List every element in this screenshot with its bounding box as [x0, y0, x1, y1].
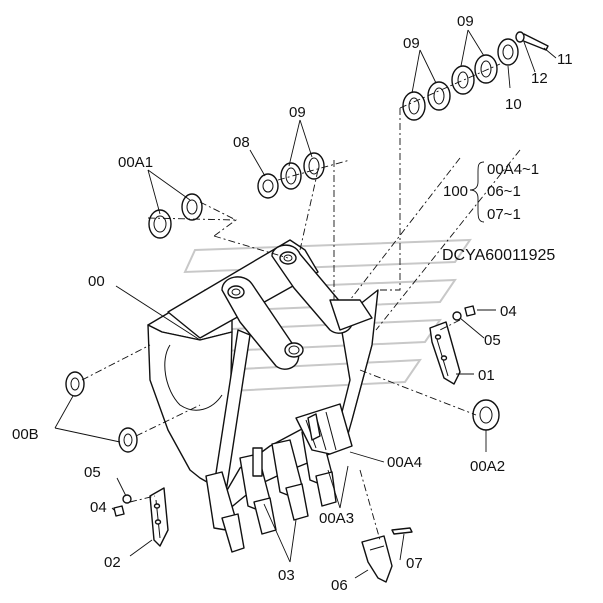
tooth-loose	[361, 527, 413, 583]
callout-03: 03	[278, 567, 295, 584]
bolt-11-12	[515, 31, 549, 51]
callout-00a3: 00A3	[319, 510, 354, 527]
assembly-100-item-2: 06~1	[487, 183, 521, 200]
center-lines	[81, 63, 521, 541]
callout-09-mid: 09	[289, 104, 306, 121]
assembly-100-item-3: 07~1	[487, 206, 521, 223]
callout-12: 12	[531, 70, 548, 87]
side-cutter-left	[149, 487, 169, 547]
callout-09-top-right: 09	[457, 13, 474, 30]
washer-10	[497, 38, 519, 66]
shims-09-mid	[280, 152, 325, 190]
callout-04-left: 04	[90, 499, 107, 516]
callout-05-left: 05	[84, 464, 101, 481]
callout-00b: 00B	[12, 426, 39, 443]
bushing-00b	[65, 371, 138, 453]
drawing-code: DCYA60011925	[442, 247, 555, 264]
bucket-body	[147, 239, 379, 511]
callout-06: 06	[331, 577, 348, 594]
collar-08	[257, 173, 279, 199]
leader-lines	[54, 29, 557, 579]
bushing-00a2	[472, 399, 500, 431]
callout-08: 08	[233, 134, 250, 151]
callout-00a2: 00A2	[470, 458, 505, 475]
callout-01: 01	[478, 367, 495, 384]
shims-09-top	[402, 54, 498, 121]
callout-10: 10	[505, 96, 522, 113]
callout-05-right: 05	[484, 332, 501, 349]
assembly-100-item-1: 00A4~1	[487, 161, 539, 178]
bushing-00a1	[148, 193, 203, 239]
callout-07: 07	[406, 555, 423, 572]
bucket-teeth	[205, 403, 353, 553]
callout-00a1: 00A1	[118, 154, 153, 171]
side-cutter-right	[429, 321, 461, 385]
callout-09-top-left: 09	[403, 35, 420, 52]
nuts-washers	[113, 305, 476, 517]
callout-04-right: 04	[500, 303, 517, 320]
assembly-brace	[469, 161, 485, 223]
callout-02: 02	[104, 554, 121, 571]
callout-00a4: 00A4	[387, 454, 422, 471]
callout-11: 11	[557, 51, 573, 68]
callout-100: 100	[443, 183, 468, 200]
callout-00: 00	[88, 273, 105, 290]
